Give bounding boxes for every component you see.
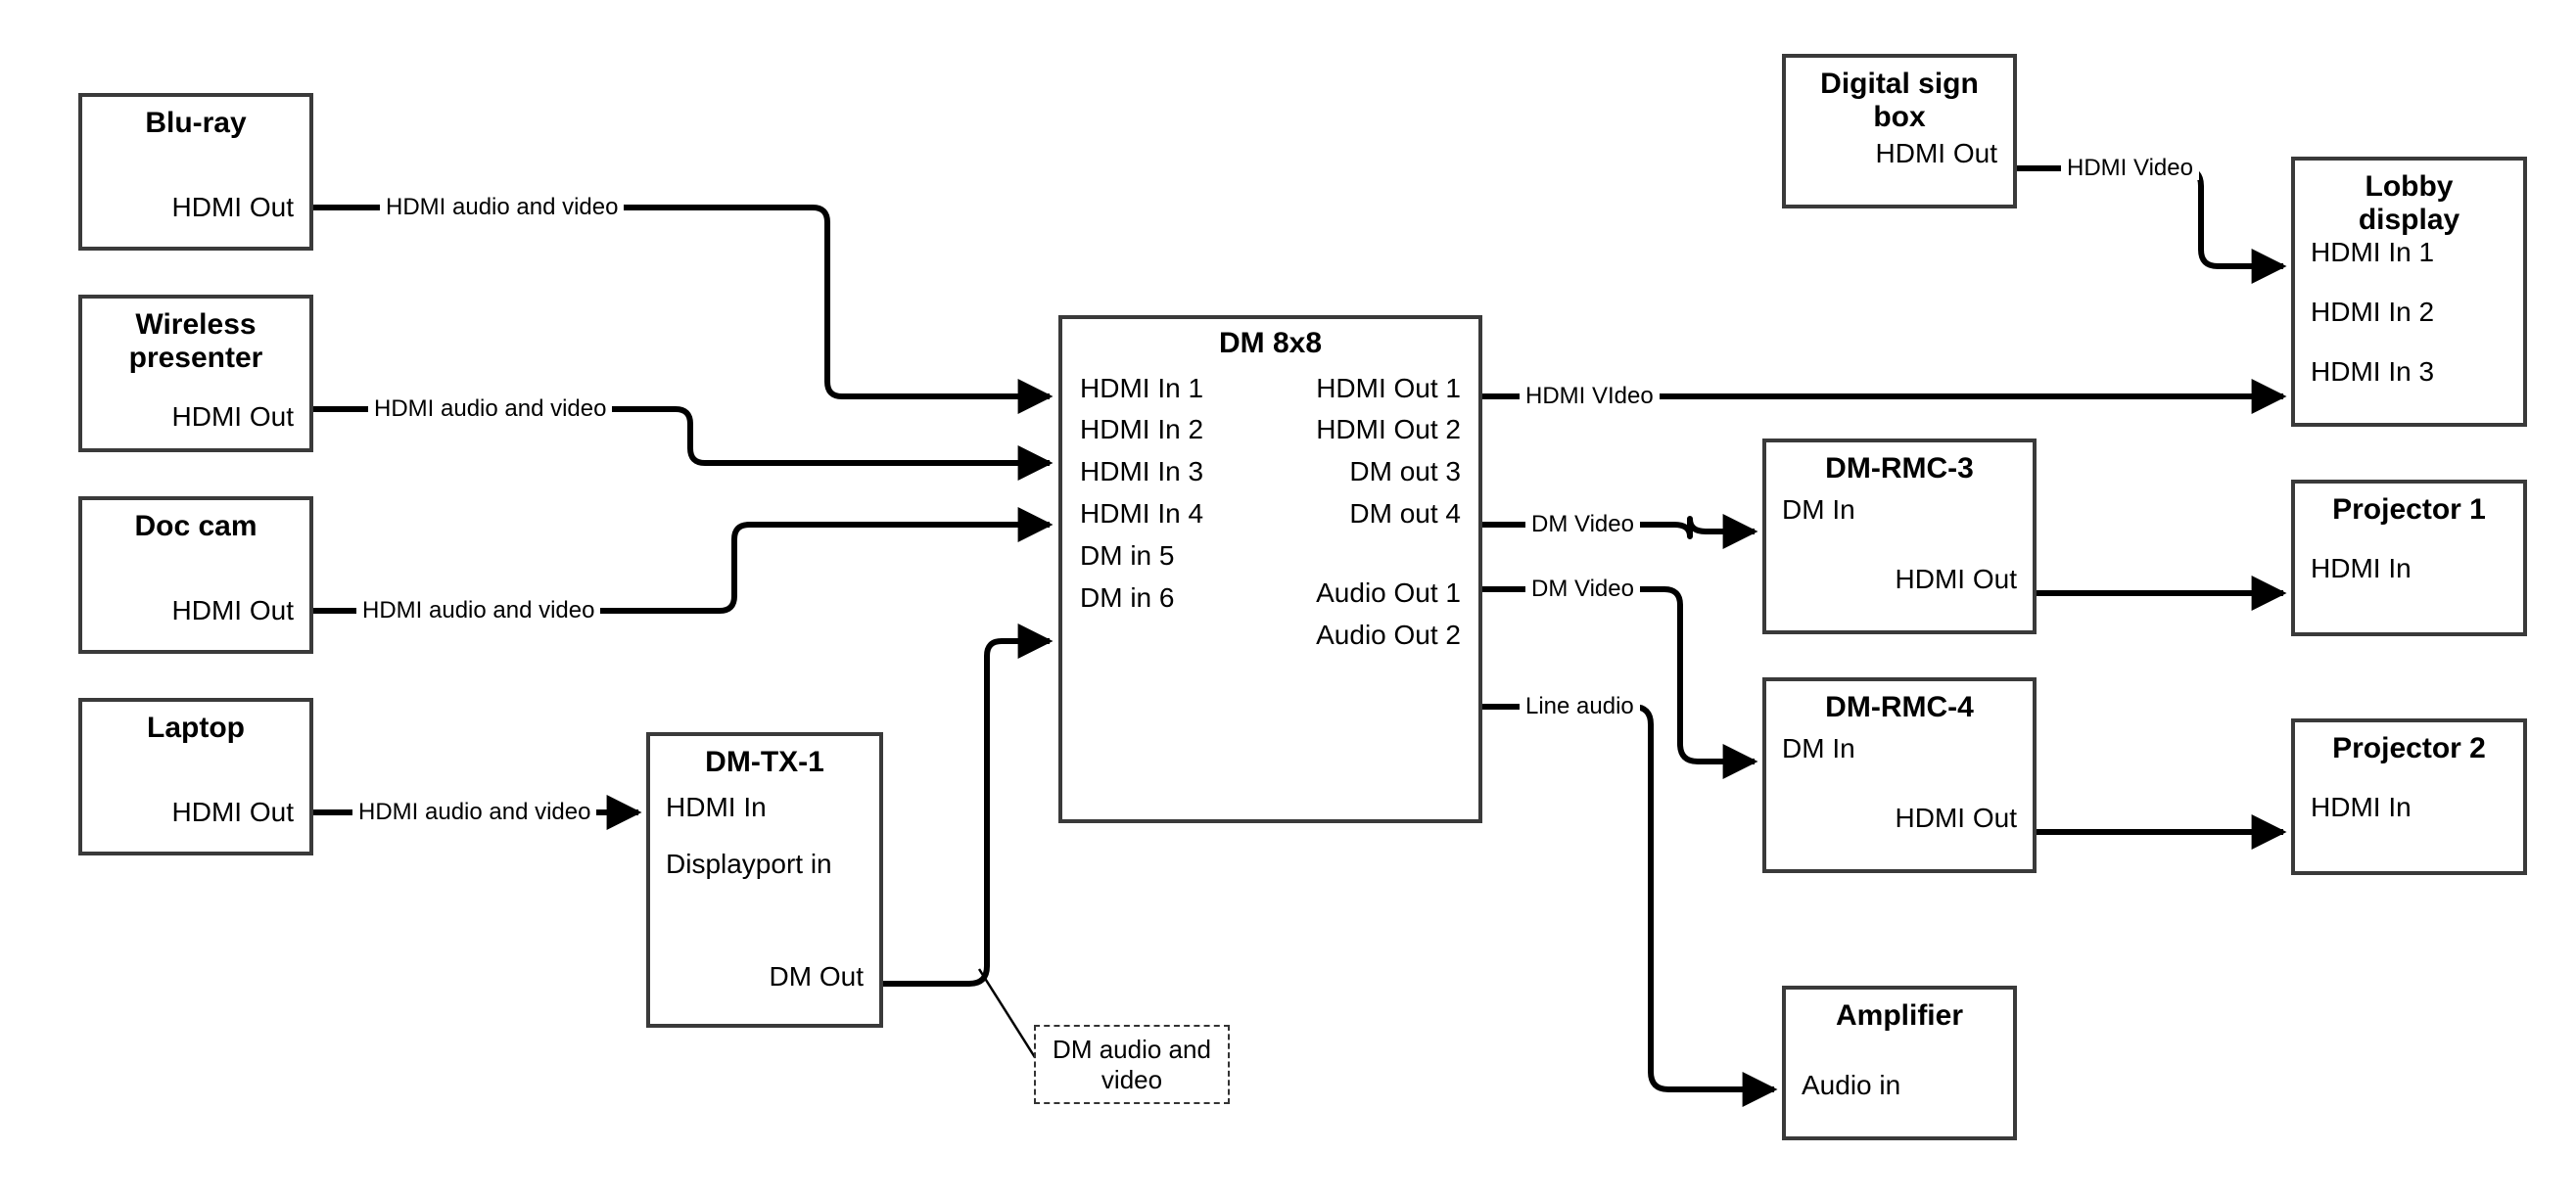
node-dm-rmc-3-port-dm-in: DM In xyxy=(1782,493,1855,525)
node-dm-tx-1[interactable]: DM-TX-1 HDMI In Displayport in DM Out xyxy=(646,732,883,1028)
node-dm-rmc-3-port-hdmi-out: HDMI Out xyxy=(1895,564,2017,595)
node-projector-1-title: Projector 1 xyxy=(2332,493,2486,526)
node-amplifier-title: Amplifier xyxy=(1835,999,1964,1032)
node-dm-8x8-input-4: HDMI In 4 xyxy=(1080,497,1204,529)
wire-label-doccam: HDMI audio and video xyxy=(356,599,601,623)
callout-leader-line xyxy=(977,968,1040,1063)
node-wireless-presenter-port-hdmi-out: HDMI Out xyxy=(171,401,294,433)
node-dm-8x8-input-6: DM in 6 xyxy=(1080,581,1175,613)
node-dm-rmc-4-port-dm-in: DM In xyxy=(1782,732,1855,763)
node-dm-8x8-output-1: HDMI Out 1 xyxy=(1316,372,1461,403)
wire-label-laptop: HDMI audio and video xyxy=(352,801,597,824)
wire-label-dm-out1: HDMI VIdeo xyxy=(1520,385,1660,408)
node-dm-8x8-outputs: HDMI Out 1 HDMI Out 2 DM out 3 DM out 4 … xyxy=(1316,372,1461,811)
node-dm-8x8-output-5: Audio Out 1 xyxy=(1316,577,1461,608)
node-lobby-display-input-2: HDMI In 2 xyxy=(2311,296,2435,327)
node-dm-8x8-output-2: HDMI Out 2 xyxy=(1316,414,1461,445)
node-dm-rmc-3[interactable]: DM-RMC-3 DM In HDMI Out xyxy=(1762,439,2037,634)
node-laptop-port-hdmi-out: HDMI Out xyxy=(171,797,294,828)
wire-label-line-audio: Line audio xyxy=(1520,695,1640,718)
wire-dmtx1-to-dm8x8 xyxy=(883,624,1054,987)
node-dm-8x8[interactable]: DM 8x8 HDMI In 1 HDMI In 2 HDMI In 3 HDM… xyxy=(1058,315,1482,823)
node-dm-8x8-input-2: HDMI In 2 xyxy=(1080,414,1204,445)
wire-label-bluray: HDMI audio and video xyxy=(380,196,625,219)
node-projector-1-port-hdmi-in: HDMI In xyxy=(2311,552,2412,583)
wire-label-sign-to-lobby: HDMI Video xyxy=(2061,157,2199,180)
node-dm-8x8-inputs: HDMI In 1 HDMI In 2 HDMI In 3 HDMI In 4 … xyxy=(1080,372,1204,811)
node-bluray-title: Blu-ray xyxy=(145,107,247,139)
node-projector-2-port-hdmi-in: HDMI In xyxy=(2311,791,2412,822)
node-bluray-port-hdmi-out: HDMI Out xyxy=(171,192,294,223)
node-dm-8x8-input-3: HDMI In 3 xyxy=(1080,456,1204,487)
node-dm-rmc-4[interactable]: DM-RMC-4 DM In HDMI Out xyxy=(1762,677,2037,873)
node-laptop-title: Laptop xyxy=(147,712,245,744)
node-lobby-display-input-1: HDMI In 1 xyxy=(2311,237,2435,268)
node-dm-rmc-4-port-hdmi-out: HDMI Out xyxy=(1895,803,2017,834)
node-dm-8x8-input-5: DM in 5 xyxy=(1080,539,1175,571)
node-dm-8x8-input-1: HDMI In 1 xyxy=(1080,372,1204,403)
wire-sign-to-lobby xyxy=(2017,165,2287,284)
node-wireless-presenter-title: Wireless presenter xyxy=(128,308,263,374)
node-digital-sign-box-port-hdmi-out: HDMI Out xyxy=(1875,138,1997,169)
node-dm-rmc-4-title: DM-RMC-4 xyxy=(1825,691,1974,723)
node-dm-8x8-output-4: DM out 4 xyxy=(1349,497,1461,529)
node-lobby-display[interactable]: Lobby display HDMI In 1 HDMI In 2 HDMI I… xyxy=(2291,157,2527,427)
node-dm-tx-1-port-displayport-in: Displayport in xyxy=(666,849,832,880)
node-bluray[interactable]: Blu-ray HDMI Out xyxy=(78,93,313,251)
node-laptop[interactable]: Laptop HDMI Out xyxy=(78,698,313,855)
node-amplifier-port-audio-in: Audio in xyxy=(1802,1070,1901,1101)
node-dm-tx-1-port-hdmi-in: HDMI In xyxy=(666,791,767,822)
node-lobby-display-title: Lobby display xyxy=(2358,170,2460,236)
node-projector-1[interactable]: Projector 1 HDMI In xyxy=(2291,480,2527,636)
node-projector-2[interactable]: Projector 2 HDMI In xyxy=(2291,718,2527,875)
node-digital-sign-box[interactable]: Digital sign box HDMI Out xyxy=(1782,54,2017,208)
node-dm-8x8-output-3: DM out 3 xyxy=(1349,456,1461,487)
wire-dm8x8-out4-to-rmc4 xyxy=(1482,586,1758,779)
node-lobby-display-input-3: HDMI In 3 xyxy=(2311,355,2435,387)
node-doc-cam[interactable]: Doc cam HDMI Out xyxy=(78,496,313,654)
node-dm-8x8-title: DM 8x8 xyxy=(1218,327,1323,359)
wire-label-dm-out3: DM Video xyxy=(1525,513,1640,536)
wire-label-wireless: HDMI audio and video xyxy=(368,397,613,421)
node-dm-tx-1-title: DM-TX-1 xyxy=(705,746,824,778)
wire-dm8x8-audio-to-amplifier xyxy=(1482,704,1778,1107)
node-amplifier[interactable]: Amplifier Audio in xyxy=(1782,986,2017,1140)
node-doc-cam-title: Doc cam xyxy=(134,510,258,542)
node-dm-tx-1-port-dm-out: DM Out xyxy=(769,961,864,993)
node-dm-rmc-3-title: DM-RMC-3 xyxy=(1825,452,1974,485)
node-projector-2-title: Projector 2 xyxy=(2332,732,2486,764)
wire-bluray-to-dm8x8 xyxy=(313,205,1054,414)
node-digital-sign-box-title: Digital sign box xyxy=(1820,68,1979,133)
wire-label-dm-out4: DM Video xyxy=(1525,577,1640,601)
node-dm-8x8-output-6: Audio Out 2 xyxy=(1316,619,1461,650)
node-doc-cam-port-hdmi-out: HDMI Out xyxy=(171,595,294,626)
callout-dm-audio-and-video: DM audio and video xyxy=(1034,1025,1230,1104)
node-wireless-presenter[interactable]: Wireless presenter HDMI Out xyxy=(78,295,313,452)
